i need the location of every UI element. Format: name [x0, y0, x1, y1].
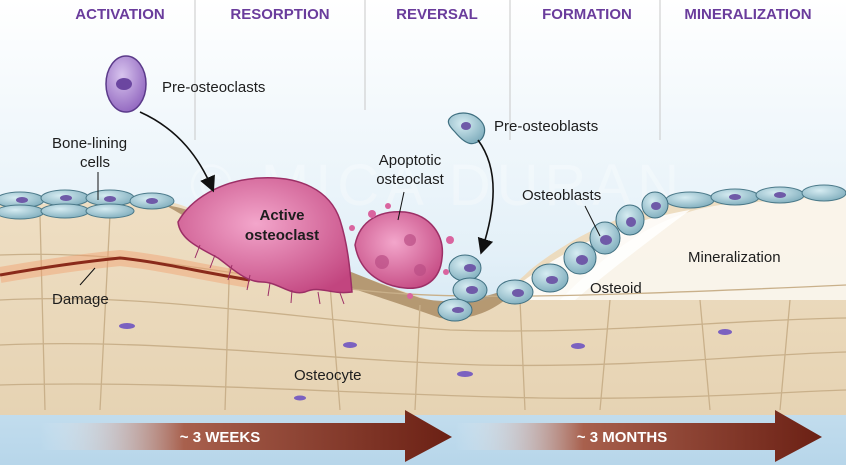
label-osteocyte: Osteocyte [294, 367, 362, 384]
pre-osteoclast-cell [105, 55, 147, 113]
phase-reversal: REVERSAL [396, 6, 478, 23]
osteoblasts [437, 191, 669, 322]
phase-resorption: RESORPTION [230, 6, 329, 23]
label-apoptotic-2: osteoclast [376, 171, 444, 188]
timeline-arrow-months [455, 410, 822, 462]
bone-lamellae [0, 214, 846, 411]
phase-dividers [194, 0, 661, 140]
timeline-months-label: ~ 3 MONTHS [577, 429, 667, 446]
label-pre-osteoblasts: Pre-osteoblasts [494, 118, 598, 135]
osteocytes [119, 323, 732, 401]
timeline-weeks-label: ~ 3 WEEKS [180, 429, 260, 446]
damage-crack [0, 256, 251, 282]
timeline-arrow-weeks [40, 410, 452, 462]
mineralization-zone [560, 195, 846, 300]
pre-osteoclast-arrow [139, 111, 215, 193]
label-bone-lining-1: Bone-lining [52, 135, 127, 152]
phase-formation: FORMATION [542, 6, 632, 23]
label-mineralization: Mineralization [688, 249, 781, 266]
label-active-1: Active [259, 207, 304, 224]
leader-lines [79, 172, 601, 286]
label-bone-lining-2: cells [80, 154, 110, 171]
label-pre-osteoclasts: Pre-osteoclasts [162, 79, 265, 96]
phase-activation: ACTIVATION [75, 6, 164, 23]
label-apoptotic-1: Apoptotic [379, 152, 442, 169]
apoptotic-osteoclast [349, 203, 454, 299]
bone-lining-cells-right [665, 184, 846, 209]
pre-osteoblast-arrow [477, 139, 494, 255]
label-osteoblasts: Osteoblasts [522, 187, 601, 204]
label-osteoid: Osteoid [590, 280, 642, 297]
bone-lining-cells [0, 189, 175, 220]
label-damage: Damage [52, 291, 109, 308]
active-osteoclast [177, 177, 353, 305]
phase-mineralization: MINERALIZATION [684, 6, 811, 23]
pre-osteoblast-cell [447, 112, 486, 145]
label-active-2: osteoclast [245, 227, 319, 244]
